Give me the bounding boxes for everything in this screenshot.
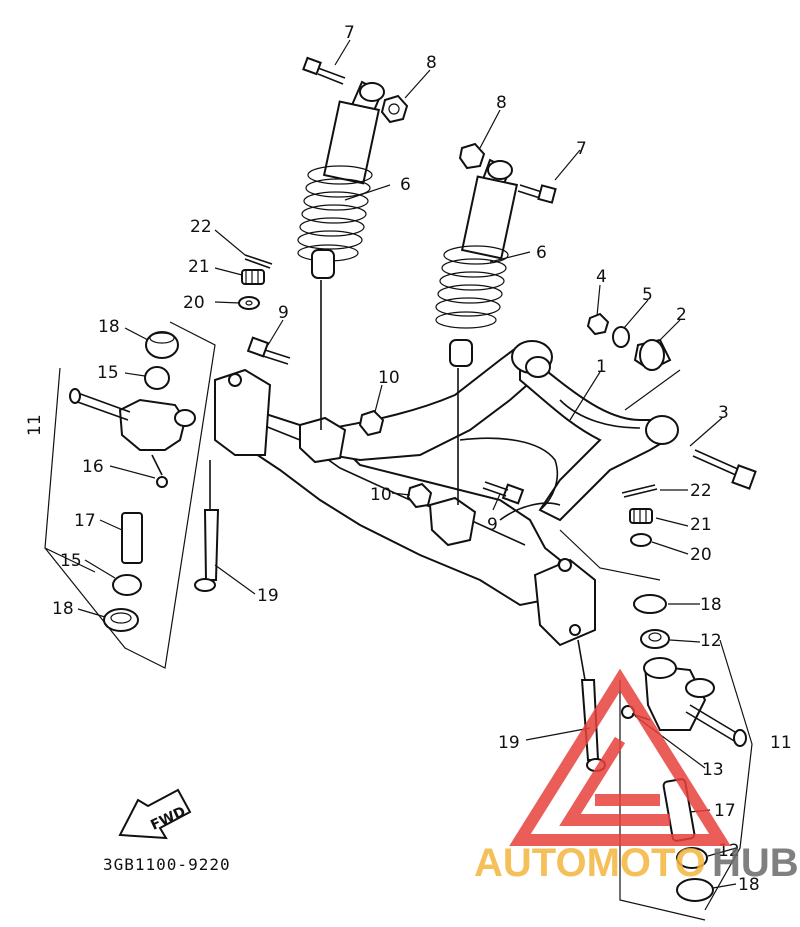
- washer-20-right: [630, 533, 652, 547]
- label-4: 4: [596, 267, 607, 287]
- label-21-right: 21: [690, 515, 712, 535]
- castle-nut-21-left: [241, 269, 265, 285]
- swing-arm-frame: [214, 340, 679, 647]
- nut-8-left: [380, 94, 409, 124]
- leader-lines: [44, 39, 753, 921]
- steering-knuckle-11-right: [643, 657, 747, 747]
- label-10-right: 10: [370, 485, 392, 505]
- cotter-pin-22-right: [621, 484, 658, 498]
- label-18-left-upper: 18: [98, 317, 120, 337]
- grease-nipple-16: [151, 454, 168, 488]
- label-19-right: 19: [498, 733, 520, 753]
- dust-seal-18-right-lower: [676, 878, 714, 902]
- label-9-right: 9: [487, 515, 498, 535]
- bolt-3: [692, 449, 757, 490]
- label-20-left: 20: [183, 293, 205, 313]
- label-18-left-lower: 18: [52, 599, 74, 619]
- label-13: 13: [702, 760, 724, 780]
- washer-20-left: [238, 296, 260, 310]
- bushing-15-left-upper: [144, 366, 170, 390]
- nut-8-right: [458, 142, 486, 170]
- bushing-12-right-upper: [640, 629, 670, 649]
- automotohub-watermark: AUTOMOTO HUB: [474, 668, 799, 885]
- label-8-right: 8: [496, 93, 507, 113]
- castle-nut-21-right: [629, 508, 653, 524]
- label-12-right-upper: 12: [700, 631, 722, 651]
- bolt-9-right: [482, 481, 525, 505]
- label-3: 3: [718, 403, 729, 423]
- watermark-text-left: AUTOMOTO: [474, 841, 706, 885]
- cotter-pin-22-left: [244, 254, 273, 269]
- shock-absorber-left: [297, 80, 385, 430]
- label-21-left: 21: [188, 257, 210, 277]
- label-8-left: 8: [426, 53, 437, 73]
- bushing-2: [633, 338, 672, 372]
- label-7-right: 7: [576, 139, 587, 159]
- part-labels: 7 8 8 7 6 6 22 21 20 4 5 2 18 9 1 15 10 …: [25, 23, 792, 895]
- dust-seal-18-left-upper: [145, 331, 179, 359]
- label-18-right-lower: 18: [738, 875, 760, 895]
- label-15-left-upper: 15: [97, 363, 119, 383]
- steering-knuckle-11-left: [69, 388, 196, 451]
- label-19-left: 19: [257, 586, 279, 606]
- label-11-right: 11: [770, 733, 792, 753]
- label-22-right: 22: [690, 481, 712, 501]
- bushing-15-left-lower: [112, 574, 142, 596]
- label-11-left: 11: [25, 414, 45, 436]
- label-16: 16: [82, 457, 104, 477]
- bolt-9-left: [246, 336, 291, 365]
- label-5: 5: [642, 285, 653, 305]
- shock-absorber-right: [435, 158, 519, 505]
- label-6-right: 6: [536, 243, 547, 263]
- kingpin-19-left: [194, 460, 220, 592]
- nut-4: [586, 312, 610, 336]
- label-17-right: 17: [714, 801, 736, 821]
- label-10-left: 10: [378, 368, 400, 388]
- label-15-left-lower: 15: [60, 551, 82, 571]
- dust-seal-18-right-upper: [633, 594, 667, 614]
- washer-5: [612, 326, 630, 348]
- diagram-code: 3GB1100-9220: [103, 855, 231, 874]
- label-22-left: 22: [190, 217, 212, 237]
- label-9-left: 9: [278, 303, 289, 323]
- label-7-left: 7: [344, 23, 355, 43]
- watermark-logo-triangle: [509, 668, 731, 846]
- bolt-7-right: [517, 184, 557, 204]
- nut-10-right: [406, 482, 433, 509]
- bushing-12-right-lower: [676, 847, 708, 869]
- nut-10-left: [358, 409, 385, 437]
- fwd-direction-arrow: FWD: [118, 788, 192, 840]
- label-20-right: 20: [690, 545, 712, 565]
- dust-seal-18-left-lower: [103, 608, 139, 632]
- collar-17-left: [121, 512, 143, 564]
- bolt-7-left: [302, 56, 346, 85]
- label-17-left: 17: [74, 511, 96, 531]
- watermark-text-right: HUB: [712, 841, 799, 885]
- label-2: 2: [676, 305, 687, 325]
- label-6-left: 6: [400, 175, 411, 195]
- label-18-right-upper: 18: [700, 595, 722, 615]
- label-1: 1: [596, 357, 607, 377]
